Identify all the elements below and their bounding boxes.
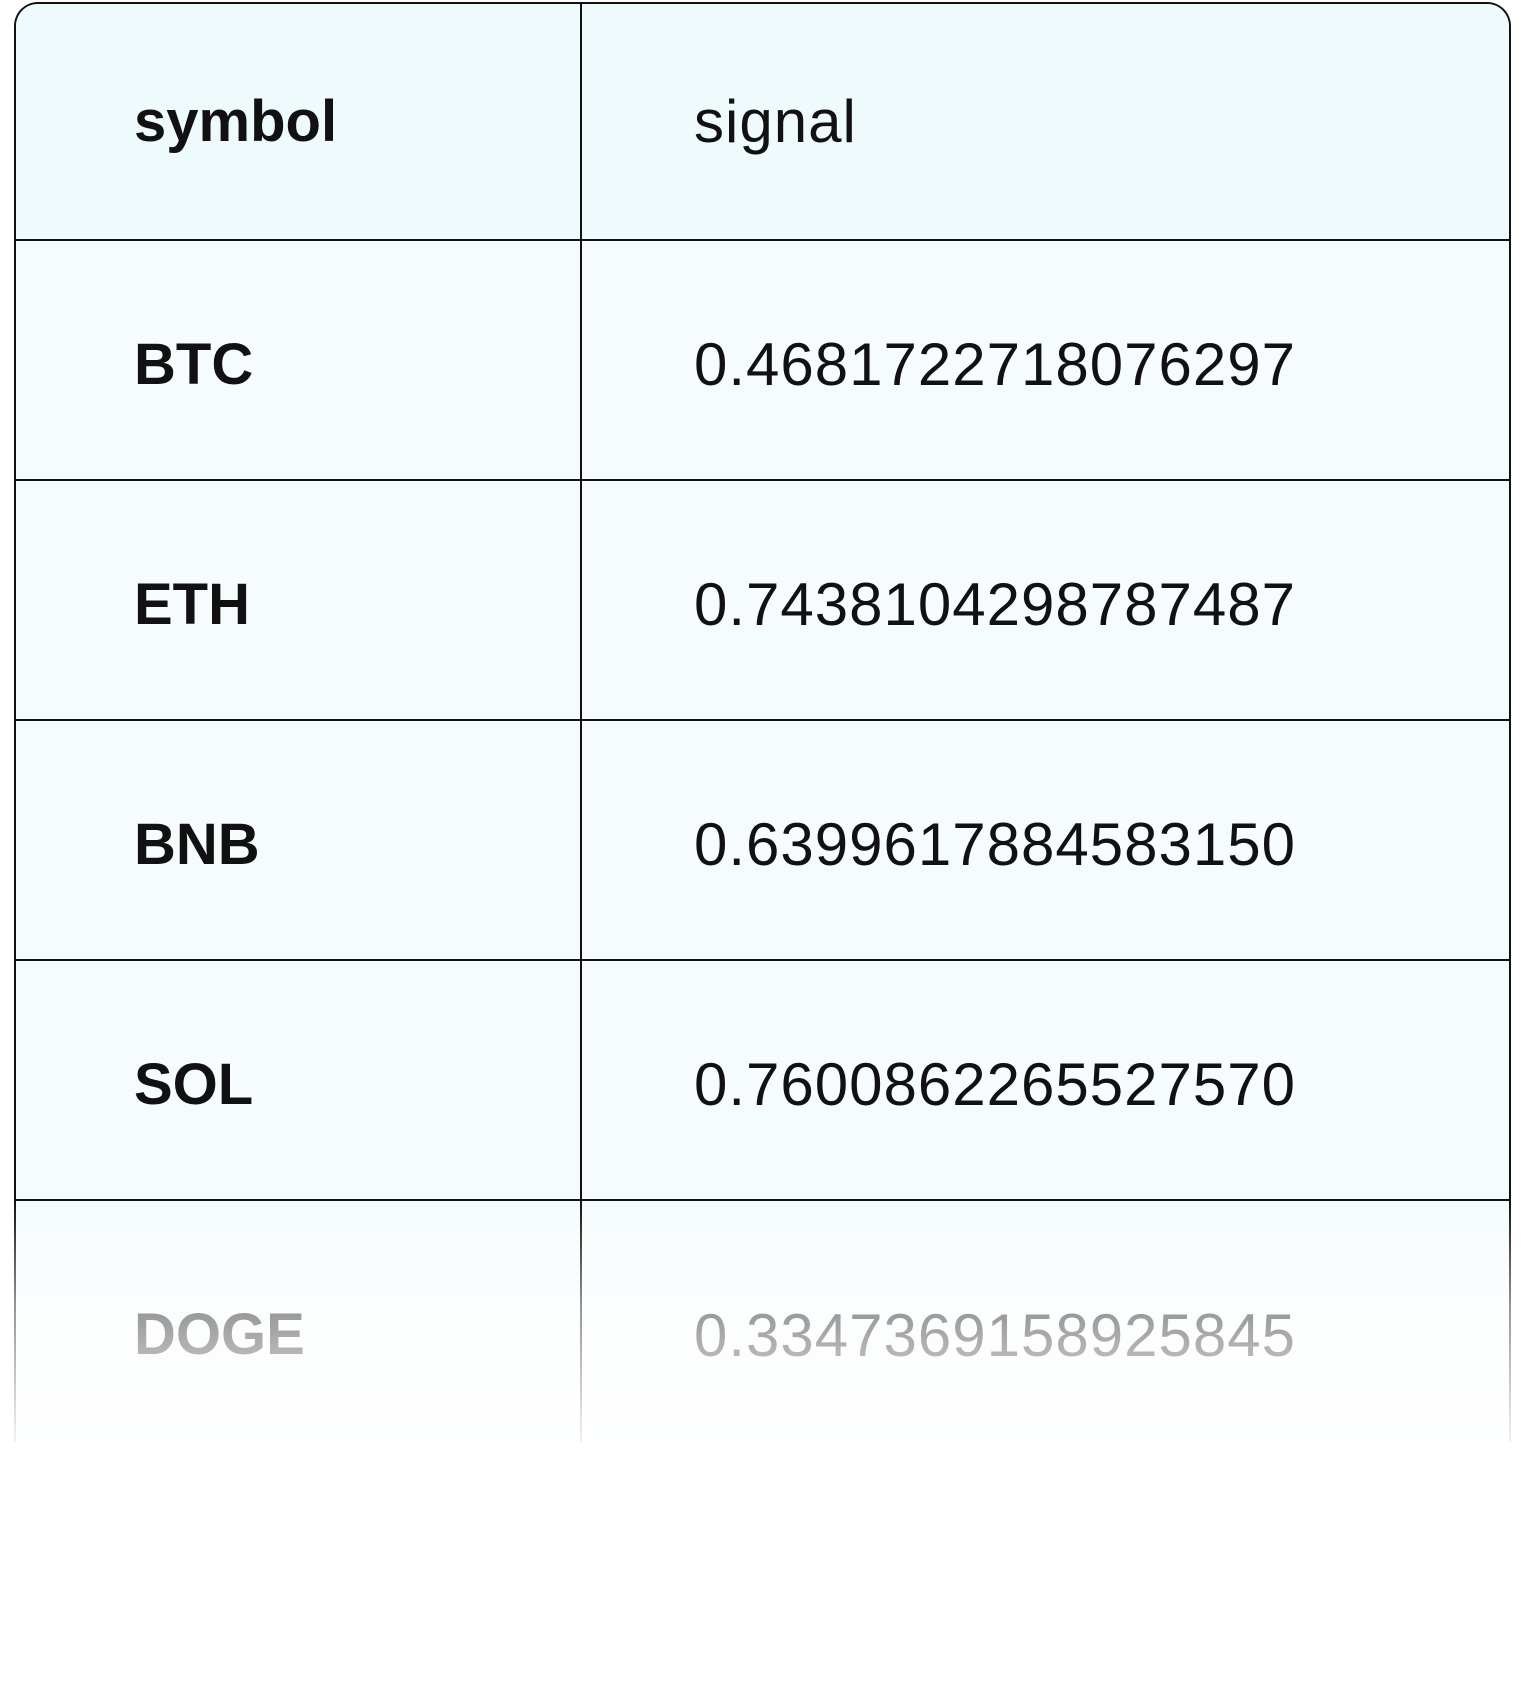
symbol-cell: BTC bbox=[16, 241, 582, 479]
table-row: DOGE 0.3347369158925845 bbox=[16, 1201, 1509, 1442]
symbol-cell: DOGE bbox=[16, 1201, 582, 1442]
signal-cell: 0.7438104298787487 bbox=[694, 570, 1296, 638]
table-header-row: symbol signal bbox=[16, 4, 1509, 241]
signal-cell: 0.3347369158925845 bbox=[694, 1302, 1296, 1369]
table-row: BNB 0.6399617884583150 bbox=[16, 721, 1509, 961]
symbol-cell: ETH bbox=[16, 481, 582, 719]
table-row: ETH 0.7438104298787487 bbox=[16, 481, 1509, 721]
column-header-symbol[interactable]: symbol bbox=[16, 4, 582, 239]
symbol-cell: SOL bbox=[16, 961, 582, 1199]
signal-cell: 0.6399617884583150 bbox=[694, 810, 1296, 878]
signal-cell: 0.7600862265527570 bbox=[694, 1050, 1296, 1118]
symbol-cell: BNB bbox=[16, 721, 582, 959]
table-row: SOL 0.7600862265527570 bbox=[16, 961, 1509, 1201]
column-header-signal[interactable]: signal bbox=[694, 88, 857, 155]
data-table: symbol signal BTC 0.4681722718076297 ETH… bbox=[14, 2, 1511, 1442]
signal-cell: 0.4681722718076297 bbox=[694, 330, 1296, 398]
table-row: BTC 0.4681722718076297 bbox=[16, 241, 1509, 481]
